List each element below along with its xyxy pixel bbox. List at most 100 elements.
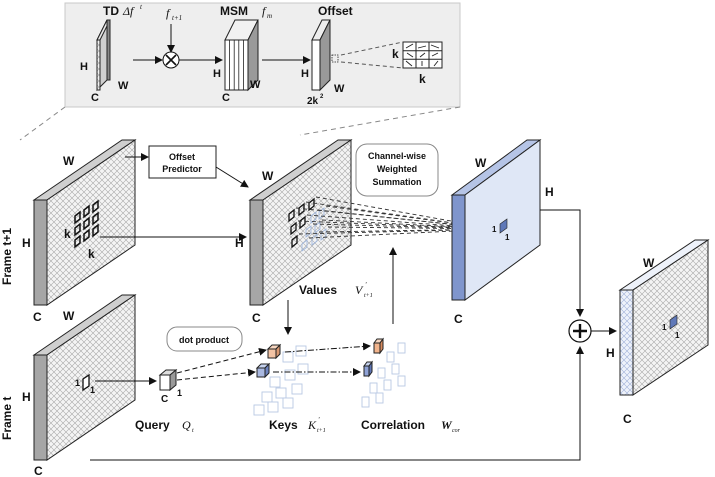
arrow-query-to-key-mid: [176, 368, 256, 381]
values-dim-c: C: [252, 311, 261, 325]
td-dim-c: C: [91, 92, 99, 104]
multiply-icon: [162, 51, 180, 69]
msm-dim-w: W: [250, 79, 261, 91]
values-dim-h: H: [235, 236, 244, 250]
offset-zoom-bottom: [340, 61, 404, 69]
correlation-symbol-sub: cor: [452, 428, 461, 434]
key-blue: [255, 362, 271, 379]
correlation-symbol: W: [441, 418, 453, 432]
frame-t-one-a: 1: [75, 378, 80, 388]
frame-t-dim-h: H: [22, 390, 31, 404]
offset-label: Offset: [318, 4, 353, 18]
values-feature: [248, 139, 353, 306]
offset-dim-2k: 2k: [307, 96, 319, 107]
keys-label: Keys: [269, 418, 298, 432]
frame-t1-k-bottom: k: [88, 247, 95, 261]
inset-guide-left: [19, 106, 66, 141]
arrow-output-to-add: [540, 209, 584, 317]
msm-block: [224, 19, 259, 92]
arrow-query-to-key-top: [176, 347, 267, 374]
grid-k-left: k: [392, 47, 399, 61]
inset-background: [64, 2, 461, 108]
frame-t1-feature: [32, 139, 137, 306]
msm-symbol: f: [262, 4, 267, 18]
query-dim-c: C: [161, 394, 168, 405]
offset-dim-w: W: [334, 83, 345, 95]
values-dim-w: W: [262, 169, 274, 183]
frame-t-feature: [32, 294, 137, 461]
result-dim-w: W: [643, 256, 655, 270]
output-dim-w: W: [475, 156, 487, 170]
query-symbol-sub: t: [192, 428, 194, 434]
offset-predictor-line2: Predictor: [162, 164, 202, 174]
result-one-a: 1: [662, 323, 667, 332]
grid-k-bottom: k: [419, 72, 426, 86]
offset-block: [311, 19, 339, 92]
f-t1-sub: t+1: [172, 14, 182, 22]
keys-symbol-sub: t+1: [317, 428, 326, 434]
dot-product-label: dot product: [179, 335, 229, 345]
result-one-b: 1: [675, 331, 680, 340]
frame-t1-dim-h: H: [22, 236, 31, 250]
frame-t1-k-left: k: [64, 227, 71, 241]
offset-dim-2k-sup: 2: [320, 94, 324, 100]
td-block: [96, 19, 111, 92]
arrow-residual: [90, 346, 584, 461]
inset-guide-right: [299, 106, 461, 136]
corr-orange: [373, 337, 384, 355]
keys-symbol-sup: ': [318, 416, 320, 424]
td-symbol: Δf: [122, 4, 135, 18]
values-symbol: V: [355, 283, 364, 297]
td-label: TD: [103, 4, 119, 18]
key-orange: [266, 343, 282, 360]
query-cube: [158, 368, 178, 392]
arrow-predictor-to-values: [215, 166, 249, 188]
td-dim-h: H: [80, 61, 88, 73]
add-icon: [568, 319, 592, 343]
msm-dim-h: H: [213, 68, 221, 80]
output-dim-h: H: [545, 185, 554, 199]
keys-symbol: K: [307, 418, 317, 432]
frame-t-one-b: 1: [90, 385, 95, 395]
arrow-key-to-corr-top: [284, 342, 371, 353]
result-feature: [618, 239, 710, 396]
td-dim-w: W: [118, 80, 129, 92]
query-symbol: Q: [182, 418, 191, 432]
frame-t-dim-c: C: [34, 464, 43, 477]
output-one-a: 1: [492, 225, 497, 234]
correlation-label: Correlation: [361, 418, 425, 432]
dot-product-box: [166, 326, 243, 352]
output-one-b: 1: [505, 233, 510, 242]
query-one: 1: [177, 388, 182, 398]
inset-panel: TD Δf t H W C f t+1 MSM f m H W C: [19, 2, 461, 141]
f-t1-symbol: f: [166, 6, 171, 20]
channel-wise-line3: Summation: [372, 177, 421, 187]
td-symbol-sup: t: [140, 3, 143, 11]
query-label: Query: [135, 418, 170, 432]
offset-zoom-top: [340, 41, 404, 56]
frame-t1-dim-c: C: [33, 310, 42, 324]
values-symbol-sup: ': [365, 281, 367, 289]
msm-symbol-sub: m: [267, 12, 272, 20]
corr-blue: [363, 360, 373, 378]
result-dim-h: H: [606, 346, 615, 360]
offset-dim-h: H: [301, 68, 309, 80]
channel-wise-line2: Weighted: [377, 164, 417, 174]
frame-t-dim-w: W: [63, 309, 75, 323]
channel-wise-line1: Channel-wise: [368, 151, 426, 161]
frame-t-label: Frame t: [0, 397, 14, 440]
values-label: Values: [299, 283, 337, 297]
values-symbol-sub: t+1: [364, 293, 373, 299]
offset-predictor-box: [148, 145, 217, 179]
frame-t1-dim-w: W: [63, 154, 75, 168]
msm-dim-c: C: [222, 92, 230, 104]
msm-label: MSM: [220, 4, 248, 18]
offset-grid: [402, 41, 443, 69]
output-dim-c: C: [454, 312, 463, 326]
output-feature: [450, 139, 542, 301]
channel-wise-box: [355, 143, 439, 197]
keys-cluster: [253, 343, 309, 416]
frame-t1-label: Frame t+1: [0, 228, 14, 285]
result-dim-c: C: [623, 412, 632, 426]
offset-predictor-line1: Offset: [169, 152, 195, 162]
